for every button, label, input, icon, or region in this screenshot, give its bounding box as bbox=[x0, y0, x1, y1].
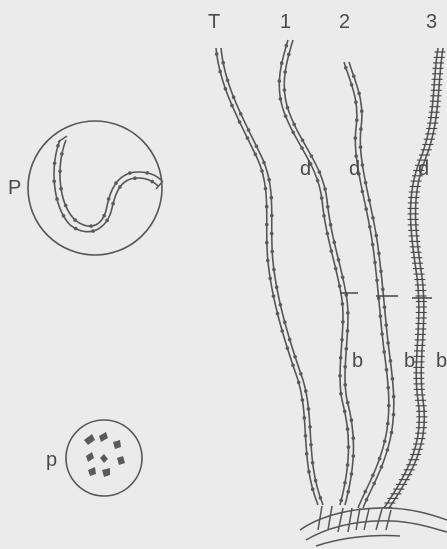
hair-2 bbox=[344, 62, 396, 508]
label-d-hair-1: d bbox=[300, 158, 311, 180]
label-hair-1: 1 bbox=[280, 11, 291, 33]
label-hair-2: 2 bbox=[339, 11, 350, 33]
label-inset-small: p bbox=[46, 449, 57, 471]
inset-large-hair bbox=[52, 136, 163, 233]
label-b-hair-2: b bbox=[404, 350, 415, 372]
inset-large-circle bbox=[28, 121, 162, 255]
label-d-hair-3: d bbox=[418, 158, 429, 180]
inset-small-fragments bbox=[84, 432, 125, 477]
base-skin bbox=[300, 506, 447, 546]
label-hair-t: T bbox=[208, 11, 220, 33]
label-b-hair-3: b bbox=[436, 350, 447, 372]
hair-t bbox=[215, 48, 323, 505]
label-d-hair-2: d bbox=[349, 158, 360, 180]
label-hair-3: 3 bbox=[426, 11, 437, 33]
label-b-hair-1: b bbox=[352, 350, 363, 372]
hair-1 bbox=[278, 40, 356, 505]
label-inset-large: P bbox=[8, 177, 21, 199]
